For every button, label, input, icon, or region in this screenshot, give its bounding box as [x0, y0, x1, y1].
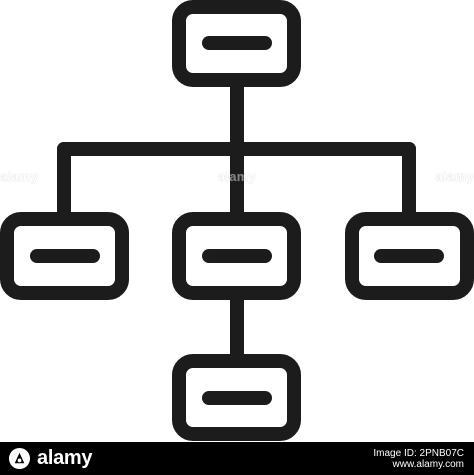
- org-box-left: [0, 212, 129, 300]
- org-box-bottom: [172, 354, 301, 441]
- org-chart-icon: [0, 0, 474, 441]
- image-meta: Image ID: 2PNB07C www.alamy.com: [373, 448, 464, 470]
- image-id-label: Image ID: 2PNB07C: [373, 447, 464, 459]
- org-box-top: [172, 0, 301, 87]
- org-box-center: [172, 212, 301, 300]
- brand-name: alamy: [37, 447, 93, 469]
- stock-footer-bar: alamy Image ID: 2PNB07C www.alamy.com: [0, 442, 474, 475]
- alamy-logo-icon: [8, 447, 31, 470]
- footer-url: www.alamy.com: [392, 458, 465, 470]
- brand: alamy: [8, 447, 93, 470]
- org-box-right: [345, 212, 474, 300]
